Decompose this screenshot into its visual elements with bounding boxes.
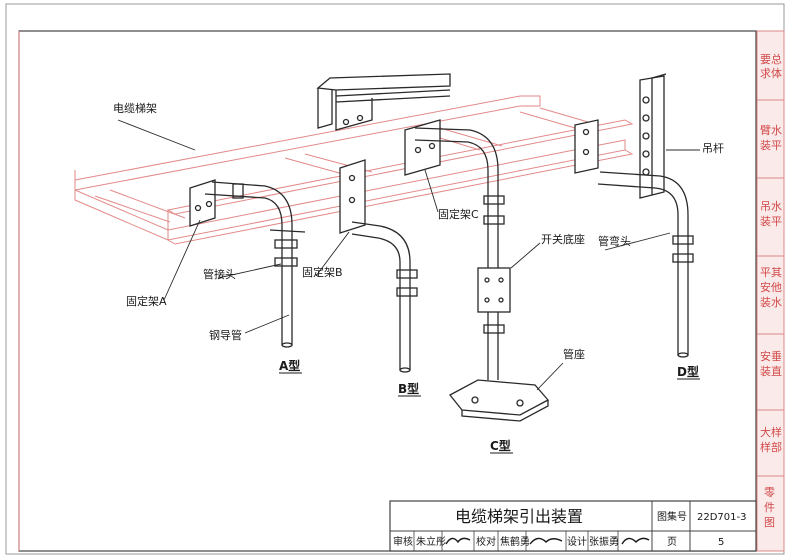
checker-name: 焦鹤勇 bbox=[500, 535, 530, 548]
side-tab-line: 求体 bbox=[760, 66, 782, 80]
caption-type-c: C型 bbox=[490, 438, 511, 453]
side-tab-line: 吊水 bbox=[760, 200, 782, 213]
side-tab-line: 装直 bbox=[760, 364, 782, 378]
side-tab-line: 装平 bbox=[760, 215, 782, 228]
page-no: 5 bbox=[718, 537, 724, 548]
label-fixed-bracket-b: 固定架B bbox=[302, 265, 343, 279]
side-tab-line: 图 bbox=[764, 516, 775, 529]
leader-lines bbox=[117, 119, 700, 391]
label-fixed-bracket-a: 固定架A bbox=[126, 294, 167, 308]
side-tab-strip bbox=[756, 30, 785, 552]
assembly-type-b bbox=[339, 159, 418, 373]
side-tab-line: 安垂 bbox=[760, 349, 782, 363]
side-tab-line: 件 bbox=[764, 501, 775, 514]
atlas-no-label: 图集号 bbox=[657, 510, 687, 523]
side-tab-line: 样部 bbox=[760, 440, 782, 454]
side-tab-2[interactable]: 吊水 装平 bbox=[760, 200, 782, 228]
cable-ladder-tray bbox=[74, 95, 634, 245]
assembly-type-c bbox=[316, 73, 550, 422]
label-steel-conduit: 钢导管 bbox=[209, 328, 242, 342]
reviewer-signature bbox=[445, 537, 471, 545]
side-tab-5[interactable]: 大样 样部 bbox=[760, 425, 782, 454]
side-tab-dividers bbox=[757, 99, 784, 477]
design-label: 设计 bbox=[567, 535, 587, 548]
side-tab-line: 臂水 bbox=[760, 124, 782, 137]
label-switch-box: 开关底座 bbox=[541, 232, 585, 246]
side-tab-line: 零 bbox=[764, 486, 775, 499]
label-pipe-base: 管座 bbox=[563, 347, 585, 361]
side-tab-line: 装平 bbox=[760, 139, 782, 152]
caption-type-a: A型 bbox=[279, 358, 300, 373]
reviewer-name: 朱立彤 bbox=[416, 535, 446, 548]
side-tab-1[interactable]: 臂水 装平 bbox=[760, 124, 782, 152]
side-tab-4[interactable]: 安垂 装直 bbox=[760, 349, 782, 378]
review-label: 审核 bbox=[393, 535, 413, 548]
page-label: 页 bbox=[667, 536, 677, 548]
label-hanger-rod: 吊杆 bbox=[702, 141, 724, 155]
label-pipe-bend: 管弯头 bbox=[598, 234, 631, 248]
side-tab-line: 大样 bbox=[760, 425, 782, 439]
side-tab-line: 平其 bbox=[760, 266, 782, 279]
side-tab-line: 要总 bbox=[760, 52, 782, 66]
side-tab-6[interactable]: 零 件 图 bbox=[764, 486, 775, 529]
caption-type-d: D型 bbox=[677, 364, 699, 379]
label-cable-tray: 电缆梯架 bbox=[113, 102, 157, 115]
assembly-type-d bbox=[574, 73, 694, 358]
check-label: 校对 bbox=[476, 535, 496, 548]
sheet-title: 电缆梯架引出装置 bbox=[455, 507, 583, 526]
side-tab-line: 安他 bbox=[760, 280, 782, 294]
label-pipe-joint: 管接头 bbox=[203, 267, 236, 281]
label-fixed-bracket-c: 固定架C bbox=[438, 207, 479, 221]
designer-signature bbox=[621, 537, 650, 545]
assembly-type-a bbox=[189, 179, 306, 348]
atlas-no: 22D701-3 bbox=[697, 512, 746, 523]
designer-name: 张振勇 bbox=[589, 535, 619, 548]
checker-signature bbox=[529, 537, 563, 545]
caption-type-b: B型 bbox=[398, 381, 419, 396]
side-tab-0[interactable]: 要总 求体 bbox=[760, 52, 782, 80]
title-block: 电缆梯架引出装置 图集号 22D701-3 页 5 审核 朱立彤 校对 焦鹤勇 … bbox=[389, 500, 757, 552]
side-tab-line: 装水 bbox=[760, 296, 782, 309]
side-tab-3[interactable]: 平其 安他 装水 bbox=[760, 266, 782, 309]
